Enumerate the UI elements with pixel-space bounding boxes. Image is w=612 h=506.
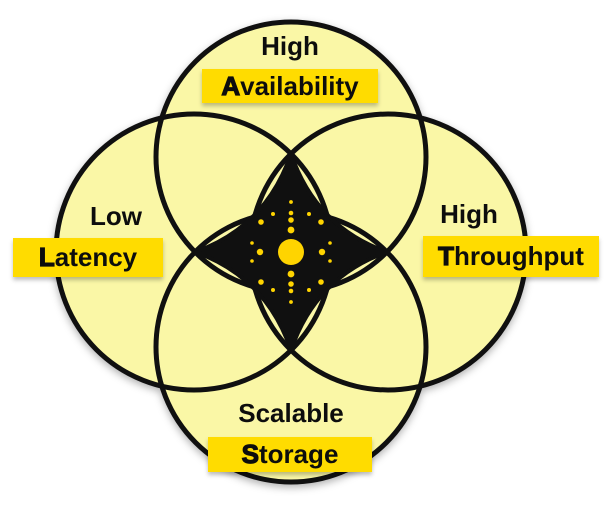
label-throughput-rest: hroughput bbox=[453, 241, 584, 271]
label-left-qualifier: Low bbox=[90, 201, 142, 231]
label-storage-first-letter: S bbox=[241, 438, 260, 469]
label-availability-rest: vailability bbox=[240, 70, 359, 101]
label-storage-rest: torage bbox=[258, 439, 339, 469]
label-right-qualifier: High bbox=[440, 199, 498, 229]
label-latency-rest: atency bbox=[54, 242, 138, 272]
dot-constellation-icon bbox=[250, 200, 332, 304]
label-bottom-qualifier: Scalable bbox=[238, 398, 344, 428]
label-throughput-first-letter: T bbox=[437, 240, 454, 271]
label-latency-first-letter: L bbox=[38, 241, 55, 272]
label-availability-first-letter: A bbox=[221, 70, 241, 101]
label-top-qualifier: High bbox=[261, 31, 319, 61]
